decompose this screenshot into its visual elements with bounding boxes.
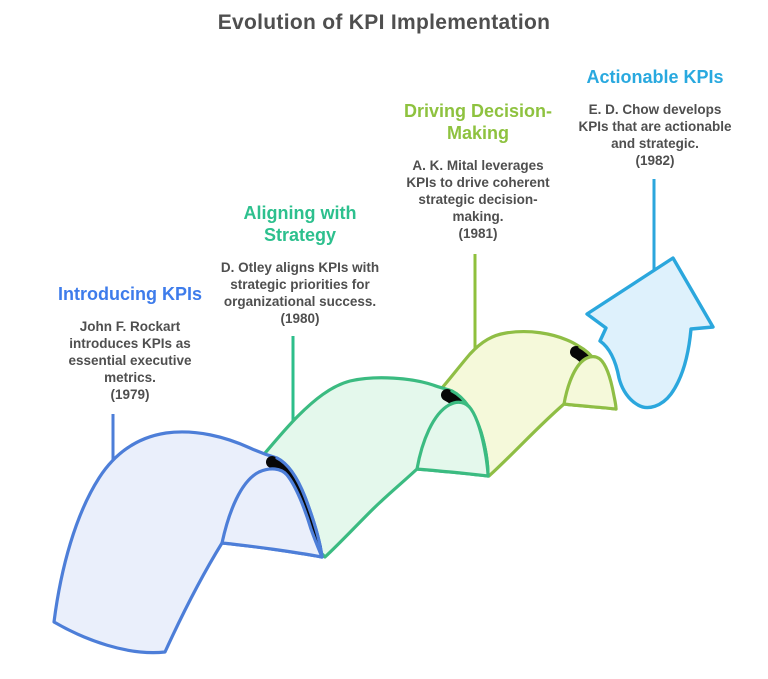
arrow-segment [585,256,715,410]
milestone-aligning-with-strategy: Aligning with Strategy D. Otley aligns K… [195,202,405,327]
milestone-description: A. K. Mital leverages KPIs to drive cohe… [406,158,550,224]
milestone-description: John F. Rockart introduces KPIs as essen… [68,319,192,385]
wave-3-front-curl [562,355,618,411]
wave-2-front-curl [415,400,490,478]
page-title: Evolution of KPI Implementation [217,11,551,34]
milestone-heading: Introducing KPIs [58,284,202,304]
milestone-driving-decision-making: Driving Decision-Making A. K. Mital leve… [388,100,568,242]
milestone-heading: Aligning with Strategy [243,203,357,245]
milestone-description: E. D. Chow develops KPIs that are action… [578,102,732,151]
milestone-year: (1982) [635,153,675,168]
wave-segment-3 [428,329,618,478]
milestone-year: (1980) [280,311,320,326]
up-arrow-shape [585,256,715,410]
milestone-heading: Actionable KPIs [586,67,724,87]
milestone-year: (1981) [458,226,498,241]
wave-segment-1 [52,430,324,655]
milestone-heading: Driving Decision-Making [403,101,553,143]
milestone-actionable-kpis: Actionable KPIs E. D. Chow develops KPIs… [555,66,755,169]
wave-1-fold-edge [275,456,324,559]
milestone-introducing-kpis: Introducing KPIs John F. Rockart introdu… [35,283,225,403]
wave-1-front-curl [220,467,324,559]
milestone-year: (1979) [110,387,150,402]
milestone-description: D. Otley aligns KPIs with strategic prio… [220,260,380,309]
